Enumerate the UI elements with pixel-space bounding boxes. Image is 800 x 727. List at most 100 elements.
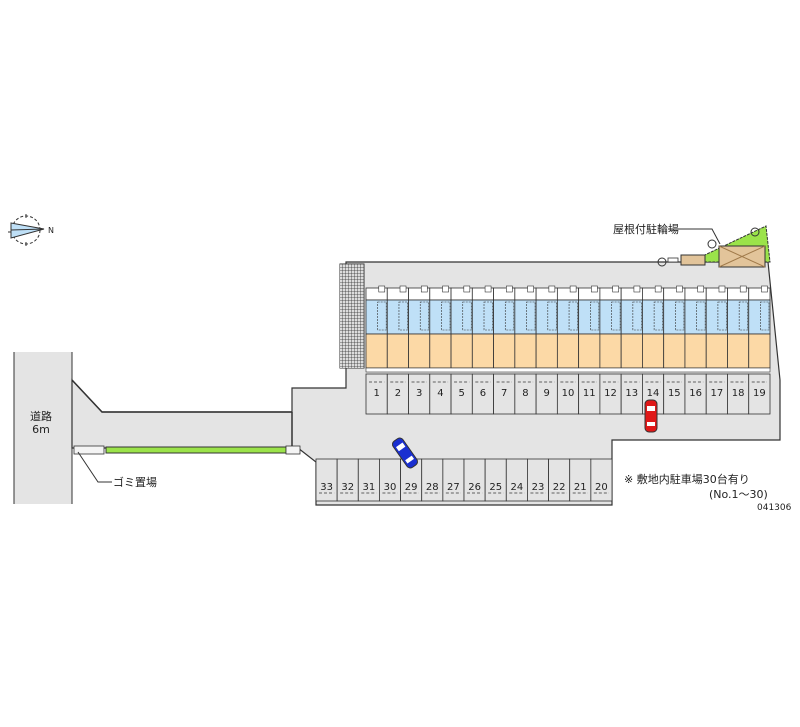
apartment-unit bbox=[535, 285, 558, 369]
parking-space: 5 bbox=[450, 373, 473, 415]
parking-space-number: 18 bbox=[732, 388, 745, 399]
parking-space: 33 bbox=[315, 458, 338, 502]
apartment-unit bbox=[748, 285, 771, 369]
apartment-unit bbox=[408, 285, 431, 369]
parking-space: 19 bbox=[748, 373, 771, 415]
apartment-unit bbox=[365, 285, 388, 369]
parking-space: 4 bbox=[429, 373, 452, 415]
apartment-unit bbox=[642, 285, 665, 369]
parking-space-number: 20 bbox=[595, 482, 608, 493]
parking-note-line1: ※ 敷地内駐車場30台有り bbox=[624, 473, 750, 486]
apartment-unit bbox=[471, 285, 494, 369]
apartment-unit bbox=[578, 285, 601, 369]
parking-space: 6 bbox=[471, 373, 494, 415]
parking-space: 32 bbox=[336, 458, 359, 502]
parking-space-number: 16 bbox=[689, 388, 702, 399]
parking-space-number: 19 bbox=[753, 388, 766, 399]
bicycle-parking-label: 屋根付駐輪場 bbox=[613, 223, 679, 236]
apartment-unit bbox=[556, 285, 580, 369]
parking-space: 30 bbox=[379, 458, 401, 502]
road-width: 6m bbox=[32, 423, 50, 436]
road-label: 道路 6m bbox=[30, 410, 52, 436]
parking-space-number: 23 bbox=[532, 482, 545, 493]
parking-space: 26 bbox=[463, 458, 486, 502]
road-name: 道路 bbox=[30, 410, 52, 423]
parking-space: 21 bbox=[569, 458, 592, 502]
apartment-unit bbox=[429, 285, 452, 369]
parking-space-number: 10 bbox=[562, 388, 575, 399]
blue-car bbox=[391, 437, 419, 469]
parking-space-number: 3 bbox=[416, 388, 422, 399]
parking-space: 25 bbox=[484, 458, 507, 502]
parking-space-number: 11 bbox=[583, 388, 596, 399]
parking-space-number: 14 bbox=[647, 388, 660, 399]
compass-icon: N bbox=[8, 214, 54, 246]
parking-space-number: 13 bbox=[625, 388, 638, 399]
parking-space: 12 bbox=[599, 373, 622, 415]
parking-space-number: 32 bbox=[341, 482, 354, 493]
parking-space-number: 17 bbox=[710, 388, 723, 399]
parking-space: 31 bbox=[357, 458, 380, 502]
apartment-unit bbox=[599, 285, 622, 369]
parking-space-number: 8 bbox=[522, 388, 528, 399]
apartment-unit bbox=[493, 285, 516, 369]
parking-space-number: 27 bbox=[447, 482, 460, 493]
apartment-unit bbox=[663, 285, 686, 369]
road bbox=[13, 352, 73, 504]
parking-space-number: 1 bbox=[373, 388, 379, 399]
apartment-unit bbox=[386, 285, 409, 369]
parking-space: 27 bbox=[442, 458, 465, 502]
parking-space: 11 bbox=[578, 373, 601, 415]
garbage-area bbox=[73, 445, 301, 483]
parking-space-number: 21 bbox=[574, 482, 587, 493]
parking-space: 3 bbox=[408, 373, 431, 415]
parking-space-number: 7 bbox=[501, 388, 507, 399]
parking-space: 22 bbox=[548, 458, 571, 502]
parking-space-number: 28 bbox=[426, 482, 439, 493]
parking-space-number: 30 bbox=[384, 482, 397, 493]
apartment-unit bbox=[727, 285, 750, 369]
parking-space: 24 bbox=[505, 458, 528, 502]
map-code: 041306 bbox=[757, 503, 792, 513]
apartment-unit bbox=[620, 285, 643, 369]
parking-space: 13 bbox=[620, 373, 643, 415]
apartment-unit bbox=[705, 285, 728, 369]
parking-space: 28 bbox=[421, 458, 444, 502]
parking-space-number: 4 bbox=[437, 388, 443, 399]
parking-space: 15 bbox=[663, 373, 686, 415]
parking-space-number: 2 bbox=[395, 388, 401, 399]
parking-space: 8 bbox=[514, 373, 537, 415]
parking-space-number: 12 bbox=[604, 388, 617, 399]
parking-space-number: 33 bbox=[320, 482, 333, 493]
parking-space-number: 29 bbox=[405, 482, 418, 493]
parking-space-number: 6 bbox=[480, 388, 486, 399]
parking-space-number: 25 bbox=[489, 482, 502, 493]
parking-space: 10 bbox=[556, 373, 580, 415]
parking-space: 2 bbox=[386, 373, 409, 415]
parking-space: 23 bbox=[527, 458, 549, 502]
red-car bbox=[644, 399, 658, 433]
parking-space: 7 bbox=[493, 373, 516, 415]
parking-space: 20 bbox=[590, 458, 613, 502]
parking-space: 9 bbox=[535, 373, 558, 415]
apartment-unit bbox=[450, 285, 473, 369]
apartment-building bbox=[365, 285, 771, 373]
parking-space: 1 bbox=[365, 373, 388, 415]
parking-space-number: 5 bbox=[458, 388, 464, 399]
garbage-area-label: ゴミ置場 bbox=[113, 476, 157, 489]
parking-space: 16 bbox=[684, 373, 707, 415]
parking-space-number: 24 bbox=[510, 482, 523, 493]
stair-block bbox=[339, 263, 365, 369]
parking-space-number: 26 bbox=[468, 482, 481, 493]
apartment-unit bbox=[514, 285, 537, 369]
parking-note-line2: (No.1〜30) bbox=[709, 488, 768, 501]
parking-space-number: 22 bbox=[553, 482, 566, 493]
parking-space: 17 bbox=[705, 373, 728, 415]
bicycle-parking-shed bbox=[668, 228, 766, 268]
apartment-unit bbox=[684, 285, 707, 369]
green-area bbox=[365, 225, 771, 267]
compass-north-label: N bbox=[48, 226, 54, 235]
